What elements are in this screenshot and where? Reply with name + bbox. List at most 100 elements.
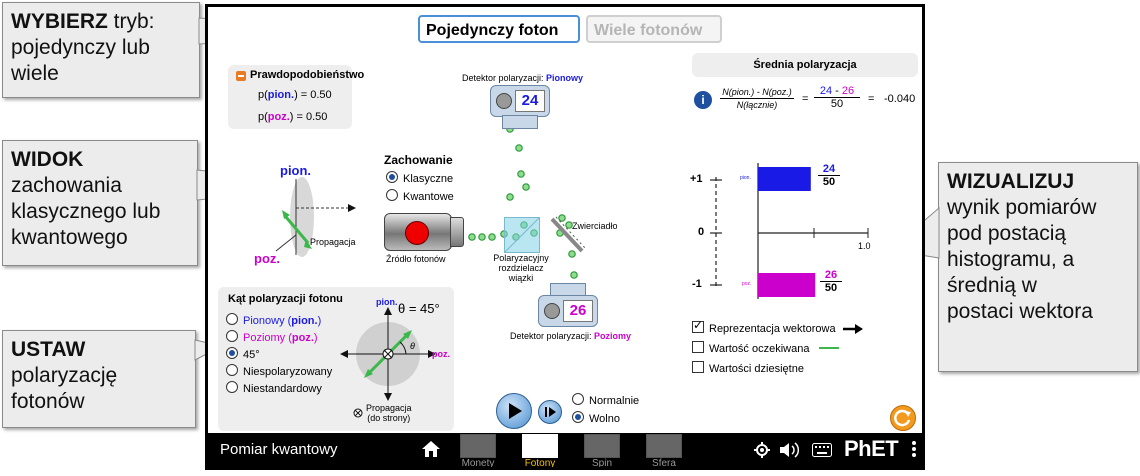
sound-icon[interactable] [780, 442, 800, 458]
propagation-label: Propagacja [310, 237, 356, 247]
callout-choose-mode: WYBIERZ tryb: pojedynczy lub wiele [2, 2, 200, 98]
polarizing-beam-splitter [504, 217, 540, 253]
more-menu-icon[interactable] [912, 441, 916, 457]
behavior-classical-radio[interactable]: Klasyczne [386, 171, 453, 185]
sim-title: Pomiar kwantowy [220, 441, 338, 458]
callout-set-polarization: USTAW polaryzację fotonów [2, 330, 196, 428]
histogram-bar-horizontal [758, 273, 816, 297]
average-polarization-header: Średnia polaryzacja [692, 53, 918, 77]
average-result: -0.040 [884, 93, 916, 105]
info-icon: i [701, 93, 705, 107]
radio-icon [572, 393, 584, 405]
speed-normal-radio[interactable]: Normalnie [572, 393, 639, 407]
probability-horizontal: p(poz.) = 0.50 [258, 111, 328, 123]
speed-slow-radio[interactable]: Wolno [572, 411, 620, 425]
tab-many-photons[interactable]: Wiele fotonów [586, 15, 722, 43]
radio-icon [572, 411, 584, 423]
step-icon [545, 407, 556, 417]
radio-icon [226, 381, 238, 393]
photon-source [384, 213, 452, 251]
hist-tick-zero: 0 [698, 226, 705, 238]
behavior-title: Zachowanie [384, 153, 453, 167]
photon-source-nozzle [450, 217, 464, 247]
average-polarization-title: Średnia polaryzacja [753, 59, 857, 71]
radio-icon [226, 347, 238, 359]
play-icon [509, 403, 522, 419]
radio-icon [386, 171, 398, 183]
screen-tab[interactable]: Sfera Blocha [642, 434, 686, 467]
behavior-quantum-radio[interactable]: Kwantowe [386, 189, 454, 203]
checkbox-icon [692, 341, 704, 353]
arrow-right-icon [842, 324, 863, 334]
step-button[interactable] [538, 400, 562, 424]
vector-representation-checkbox[interactable]: Reprezentacja wektorowa [692, 318, 863, 335]
detector-bottom-label: Detektor polaryzacji: Poziomy [510, 331, 632, 341]
screen-thumbnail-icon [584, 434, 620, 458]
collapse-button[interactable] [236, 71, 246, 81]
info-button[interactable]: i [694, 91, 712, 109]
radio-icon [226, 364, 238, 376]
settings-gear-icon[interactable] [754, 442, 770, 458]
formula-values: 24 - 26 50 [814, 85, 860, 110]
hist-tick-minus: -1 [692, 278, 702, 290]
screen-tab[interactable]: Monety [456, 434, 500, 467]
angle-axis-vertical: pion. [376, 297, 398, 307]
angle-option-radio[interactable]: Poziomy (poz.) [226, 330, 318, 344]
detector-horizontal-count: 26 [563, 300, 593, 322]
angle-option-radio[interactable]: 45° [226, 347, 260, 361]
histogram-bar-vertical [758, 167, 811, 191]
angle-axis-horizontal: poz. [432, 349, 450, 359]
formula-fraction: N(pion.) - N(poz.) N(łącznie) [720, 87, 794, 110]
radio-icon [226, 313, 238, 325]
mirror-label: Zwierciadło [572, 221, 618, 231]
checkbox-icon [692, 361, 704, 373]
screen-tab[interactable]: Spin [580, 434, 624, 467]
axis-label-horizontal: poz. [254, 251, 280, 266]
hist-tick-one: 1.0 [858, 241, 871, 251]
expected-line-icon [818, 347, 839, 349]
callout-visualize: WIZUALIZUJ wynik pomiarów pod postacią h… [938, 162, 1138, 372]
angle-option-radio[interactable]: Pionowy (pion.) [226, 313, 321, 327]
detector-vertical-count: 24 [515, 90, 545, 112]
hist-fraction-horizontal: 26 50 [820, 269, 842, 294]
histogram [710, 163, 869, 299]
callout-visualize-pointer [888, 206, 940, 259]
play-button[interactable] [496, 393, 532, 429]
detector-top-label: Detektor polaryzacji: Pionowy [462, 73, 584, 83]
detector-horizontal: 26 [538, 295, 598, 327]
theta-small-label: θ [410, 341, 415, 351]
hist-bar-label-vertical: pion. [740, 175, 751, 181]
splitter-diagonal [504, 217, 540, 253]
probability-panel: Prawdopodobieństwo p(pion.) = 0.50 p(poz… [228, 65, 364, 129]
angle-option-radio[interactable]: Niespolaryzowany [226, 364, 332, 378]
mirror [550, 216, 587, 253]
keyboard-icon[interactable] [812, 443, 832, 457]
navigation-bar: Pomiar kwantowy Monety Fotony Spin Sfera Bl… [208, 433, 922, 467]
decimal-values-checkbox[interactable]: Wartości dziesiętne [692, 361, 804, 375]
callout-view-behavior: WIDOK zachowania klasycznego lub kwantow… [2, 140, 198, 266]
formula-equals-2: = [868, 93, 875, 105]
tab-single-photon[interactable]: Pojedynczy foton [418, 15, 580, 43]
hist-tick-plus: +1 [690, 173, 703, 185]
probability-vertical: p(pion.) = 0.50 [258, 89, 332, 101]
hist-bar-label-horizontal: poz. [742, 281, 752, 287]
home-icon[interactable] [422, 441, 440, 457]
formula-equals: = [802, 93, 809, 105]
reset-icon [894, 409, 911, 427]
screen-tab[interactable]: Fotony [518, 434, 562, 467]
angle-diagram [340, 307, 436, 418]
screen-thumbnail-icon [460, 434, 496, 458]
phet-logo[interactable]: PhET [844, 436, 899, 461]
reset-all-button[interactable] [890, 405, 916, 431]
angle-option-radio[interactable]: Niestandardowy [226, 381, 322, 395]
radio-icon [386, 189, 398, 201]
expected-value-checkbox[interactable]: Wartość oczekiwana [692, 341, 839, 355]
hist-fraction-vertical: 24 50 [818, 163, 840, 188]
simulation-window: Pojedynczy foton Wiele fotonów Prawdopod… [205, 4, 925, 470]
photon-source-label: Źródło fotonów [386, 254, 446, 264]
detector-lens-icon [496, 93, 512, 109]
checkbox-icon [692, 318, 704, 333]
polarization-axes-illustration [275, 177, 356, 257]
detector-vertical: 24 [490, 85, 550, 117]
